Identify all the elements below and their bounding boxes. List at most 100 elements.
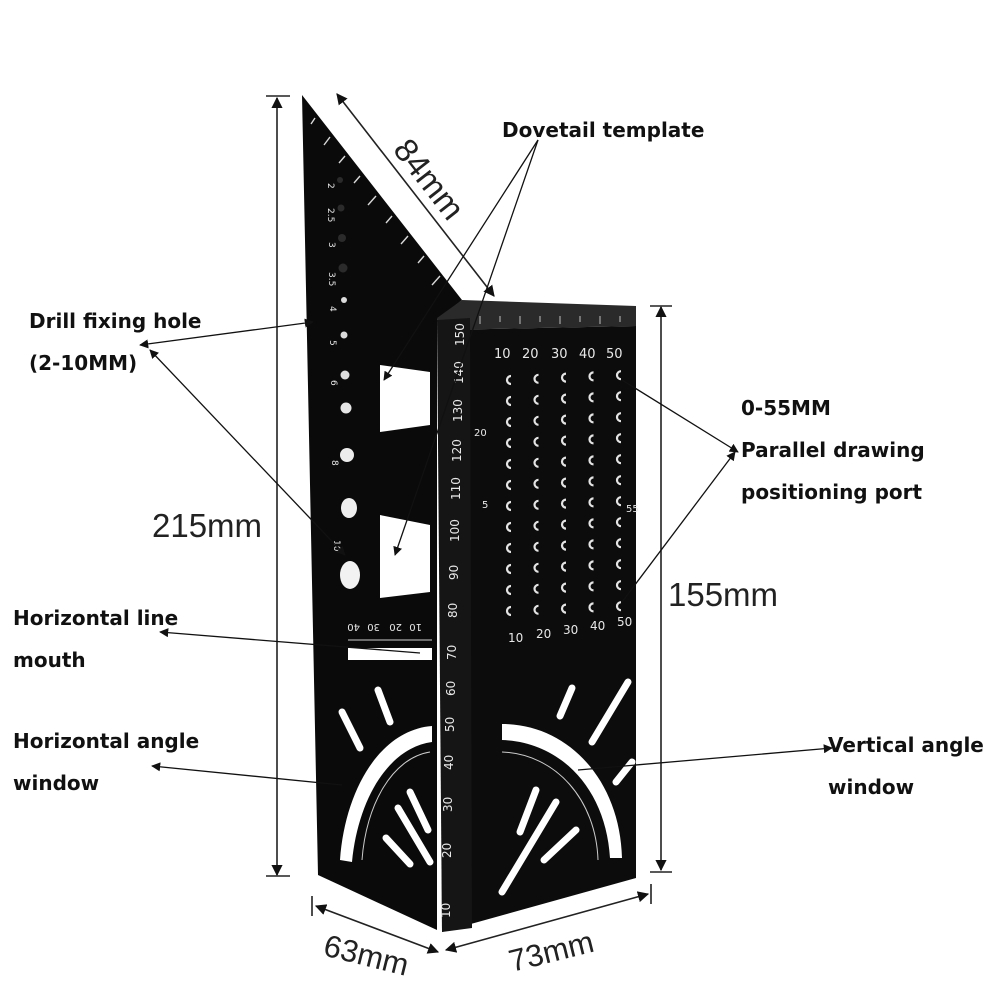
ruler-strip xyxy=(437,318,472,932)
svg-text:130: 130 xyxy=(451,399,465,422)
positioning-port xyxy=(615,433,622,444)
positioning-port xyxy=(533,457,539,468)
grid-top-labels: 10 20 30 40 50 xyxy=(494,347,623,362)
grid-bottom-labels: 10 20 30 40 50 xyxy=(508,615,632,645)
svg-text:10: 10 xyxy=(494,347,511,362)
svg-text:40: 40 xyxy=(590,619,605,633)
positioning-port xyxy=(615,370,622,381)
dim-base-right: 73mm xyxy=(505,924,597,979)
positioning-port xyxy=(588,539,594,550)
svg-text:20: 20 xyxy=(522,347,539,362)
svg-text:20: 20 xyxy=(536,627,551,641)
positioning-port xyxy=(533,436,539,447)
positioning-port xyxy=(615,454,622,465)
positioning-port xyxy=(533,562,539,573)
positioning-port xyxy=(615,475,622,486)
positioning-port xyxy=(615,412,622,423)
positioning-port xyxy=(560,393,567,404)
svg-text:60: 60 xyxy=(444,681,458,696)
positioning-port xyxy=(560,435,567,446)
positioning-port xyxy=(505,500,512,512)
positioning-port xyxy=(588,602,594,613)
positioning-port xyxy=(560,414,567,425)
svg-text:2: 2 xyxy=(325,183,335,189)
vertical-ruler-labels: 10 20 30 40 50 60 70 80 90 100 110 120 1… xyxy=(439,323,467,918)
positioning-port xyxy=(533,373,539,384)
svg-text:50: 50 xyxy=(617,615,632,629)
annotation-arrows xyxy=(139,139,833,786)
dim-height-total: 215mm xyxy=(152,507,262,544)
svg-text:140: 140 xyxy=(452,361,466,384)
svg-text:100: 100 xyxy=(448,519,462,542)
svg-text:110: 110 xyxy=(449,477,463,500)
svg-text:2.5: 2.5 xyxy=(325,208,335,222)
left-face xyxy=(302,95,462,930)
label-horizontal-line: Horizontal line xyxy=(13,606,178,630)
positioning-port xyxy=(505,542,512,554)
positioning-port xyxy=(560,603,567,614)
positioning-port xyxy=(533,541,539,552)
positioning-port xyxy=(533,583,539,594)
svg-text:120: 120 xyxy=(450,439,464,462)
positioning-port xyxy=(560,498,567,509)
vertical-angle-ticks xyxy=(501,751,599,861)
positioning-port xyxy=(505,563,512,575)
parallel-drawing-port-grid xyxy=(505,370,622,617)
label-drill-fixing-hole: Drill fixing hole xyxy=(29,309,202,333)
svg-text:30: 30 xyxy=(551,347,568,362)
dim-height-right: 155mm xyxy=(668,576,778,613)
svg-text:50: 50 xyxy=(443,717,457,732)
positioning-port xyxy=(533,478,539,489)
label-horizontal-line-mouth: mouth xyxy=(13,648,86,672)
positioning-port xyxy=(505,437,512,449)
svg-text:5: 5 xyxy=(327,340,337,346)
positioning-port xyxy=(588,476,594,487)
positioning-port xyxy=(505,584,512,596)
label-vertical-angle-window: window xyxy=(828,775,914,799)
horizontal-angle-ticks xyxy=(361,751,431,861)
dim-base-left: 63mm xyxy=(320,928,412,983)
svg-text:4: 4 xyxy=(327,306,337,312)
label-vertical-angle: Vertical angle xyxy=(828,733,984,757)
positioning-port xyxy=(560,477,567,488)
svg-text:10: 10 xyxy=(439,903,453,918)
label-parallel-drawing: Parallel drawing xyxy=(741,438,925,462)
label-drill-fixing-hole-size: (2-10MM) xyxy=(29,351,137,375)
positioning-port xyxy=(588,518,594,529)
svg-text:8: 8 xyxy=(329,460,339,466)
positioning-port xyxy=(588,413,594,424)
right-face-slots xyxy=(498,678,636,896)
svg-text:30: 30 xyxy=(367,621,380,632)
svg-text:40: 40 xyxy=(442,755,456,770)
positioning-port xyxy=(588,434,594,445)
horizontal-line-mouth-slot xyxy=(348,648,432,660)
positioning-port xyxy=(615,538,622,549)
positioning-port xyxy=(560,540,567,551)
positioning-port xyxy=(505,458,512,470)
positioning-port xyxy=(615,580,622,591)
positioning-port xyxy=(533,415,539,426)
positioning-port xyxy=(615,517,622,528)
dovetail-window-upper xyxy=(380,365,430,432)
label-horizontal-angle: Horizontal angle xyxy=(13,729,199,753)
dovetail-window-lower xyxy=(380,515,430,598)
svg-text:3: 3 xyxy=(326,242,336,248)
positioning-port xyxy=(505,521,512,533)
label-horizontal-angle-window: window xyxy=(13,771,99,795)
positioning-port xyxy=(560,519,567,530)
positioning-port xyxy=(588,455,594,466)
label-positioning-port: positioning port xyxy=(741,480,923,504)
vertical-angle-window xyxy=(502,724,622,858)
positioning-port xyxy=(533,604,539,615)
svg-text:40: 40 xyxy=(579,347,596,362)
svg-text:6: 6 xyxy=(328,380,338,386)
left-face-slots xyxy=(338,686,434,868)
positioning-port xyxy=(505,416,512,428)
positioning-port xyxy=(505,479,512,491)
positioning-port xyxy=(533,394,539,405)
positioning-port xyxy=(505,605,512,617)
positioning-port xyxy=(560,372,567,383)
svg-text:10: 10 xyxy=(409,621,422,632)
